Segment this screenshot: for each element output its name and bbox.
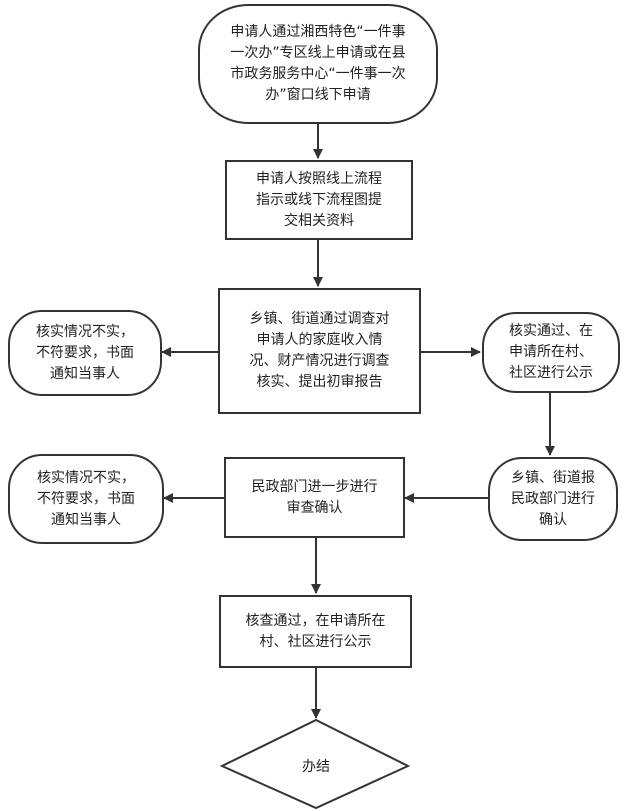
reject-notify-node-1: 核实情况不实， 不符要求，书面 通知当事人 — [8, 310, 162, 396]
publicize-node-1: 核实通过、在 申请所在村、 社区进行公示 — [482, 312, 620, 393]
investigate-line: 况、财产情况进行调查 — [249, 353, 390, 369]
verify-line: 审查确认 — [286, 499, 343, 516]
start-line: 一次办”专区线上申请或在县 — [230, 45, 406, 61]
report-civil-affairs-node: 乡镇、街道报 民政部门进行 确认 — [488, 457, 618, 541]
publicize2-line: 核查通过，在申请所在 — [245, 612, 386, 629]
investigate-node: 乡镇、街道通过调查对 申请人的家庭收入情 况、财产情况进行调查 核实、提出初审报… — [218, 288, 421, 414]
civil-affairs-verify-node: 民政部门进一步进行 审查确认 — [224, 457, 405, 538]
reject1-line: 核实情况不实， — [36, 323, 134, 340]
reject1-line: 通知当事人 — [50, 365, 120, 382]
submit-line: 交相关资料 — [284, 212, 354, 229]
start-node: 申请人通过湘西特色“一件事 一次办”专区线上申请或在县 市政务服务中心“一件事一… — [198, 4, 438, 124]
start-line: 申请人通过湘西特色“一件事 — [230, 24, 406, 40]
publicize1-line: 核实通过、在 — [509, 323, 593, 339]
publicize2-line: 村、社区进行公示 — [259, 633, 372, 650]
submit-line: 指示或线下流程图提 — [256, 191, 382, 208]
publicize1-line: 申请所在村、 — [509, 344, 593, 360]
end-diamond-shape — [219, 718, 411, 810]
investigate-line: 乡镇、街道通过调查对 — [249, 311, 390, 327]
reject2-line: 不符要求，书面 — [37, 490, 135, 507]
start-line: 市政务服务中心“一件事一次 — [230, 66, 406, 82]
start-line: 办”窗口线下申请 — [265, 87, 371, 103]
submit-line: 申请人按照线上流程 — [256, 170, 382, 187]
publicize-node-2: 核查通过，在申请所在 村、社区进行公示 — [219, 595, 412, 668]
investigate-line: 申请人的家庭收入情 — [256, 332, 383, 348]
reject2-line: 通知当事人 — [51, 511, 121, 528]
reject2-line: 核实情况不实， — [37, 469, 135, 486]
report-line: 乡镇、街道报 — [511, 469, 595, 486]
investigate-line: 核实、提出初审报告 — [256, 374, 383, 390]
report-line: 确认 — [539, 511, 567, 528]
publicize1-line: 社区进行公示 — [509, 365, 593, 381]
submit-materials-node: 申请人按照线上流程 指示或线下流程图提 交相关资料 — [225, 160, 413, 240]
reject-notify-node-2: 核实情况不实， 不符要求，书面 通知当事人 — [8, 454, 164, 544]
verify-line: 民政部门进一步进行 — [251, 478, 378, 495]
end-node-label: 办结 — [302, 759, 330, 775]
reject1-line: 不符要求，书面 — [36, 344, 134, 361]
report-line: 民政部门进行 — [511, 490, 595, 507]
